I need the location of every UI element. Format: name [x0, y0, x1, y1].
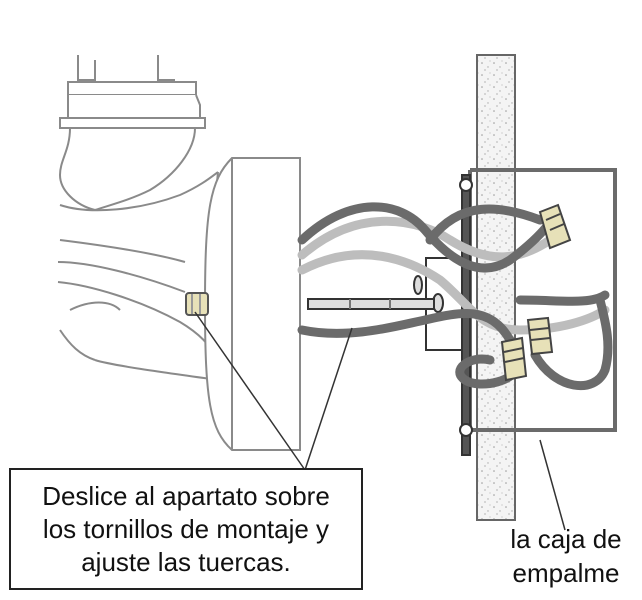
fixture-backplate	[203, 157, 301, 451]
instruction-text: Deslice al apartato sobre los tornillos …	[42, 480, 330, 577]
junction-box-label: la caja de empalme	[510, 524, 622, 588]
mounting-nut	[185, 292, 209, 316]
wire-nut-bottom	[500, 336, 528, 382]
wire-nut-middle	[526, 316, 554, 356]
light-fixture	[57, 55, 219, 381]
instruction-callout: Deslice al apartato sobre los tornillos …	[9, 468, 363, 590]
wires	[297, 202, 613, 390]
leader-lines	[194, 311, 566, 531]
mounting-screws	[307, 298, 435, 310]
wall-section	[476, 54, 516, 521]
wire-nut-top	[538, 203, 572, 250]
